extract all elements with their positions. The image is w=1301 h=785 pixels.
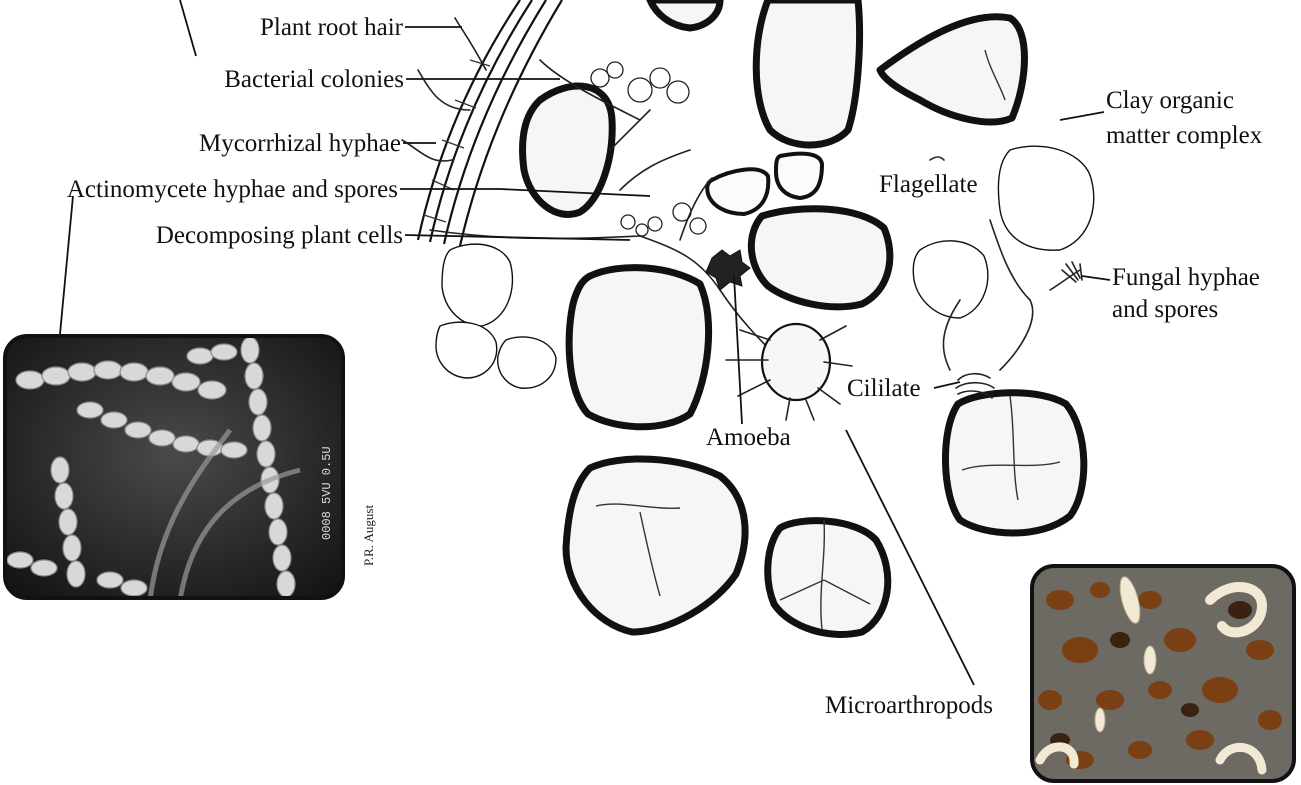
label-mycorrhizal-hyphae: Mycorrhizal hyphae	[199, 130, 401, 157]
microarthropods-photo	[1032, 566, 1294, 781]
label-microarthropods: Microarthropods	[825, 692, 993, 719]
label-actinomycete: Actinomycete hyphae and spores	[67, 176, 398, 203]
photo-credit-actinomycete: P.R. August	[361, 505, 376, 566]
amoeba-shape	[706, 250, 750, 290]
svg-text:0008 5VU 0.5U: 0008 5VU 0.5U	[320, 446, 334, 540]
label-plant-root-hair: Plant root hair	[260, 14, 404, 41]
label-fungal-line2: and spores	[1112, 296, 1218, 323]
label-bacterial-colonies: Bacterial colonies	[224, 66, 404, 93]
label-clay-line2: matter complex	[1106, 122, 1263, 149]
label-clay-line1: Clay organic	[1106, 87, 1234, 114]
actinomycete-photo: 0008 5VU 0.5U P.R. August	[5, 336, 376, 600]
label-amoeba: Amoeba	[706, 424, 791, 451]
label-fungal-line1: Fungal hyphae	[1112, 264, 1260, 291]
label-cililate: Cililate	[847, 375, 921, 402]
label-decomposing-plant-cells: Decomposing plant cells	[156, 222, 403, 249]
soil-grains	[436, 0, 1094, 634]
label-flagellate: Flagellate	[879, 171, 978, 198]
